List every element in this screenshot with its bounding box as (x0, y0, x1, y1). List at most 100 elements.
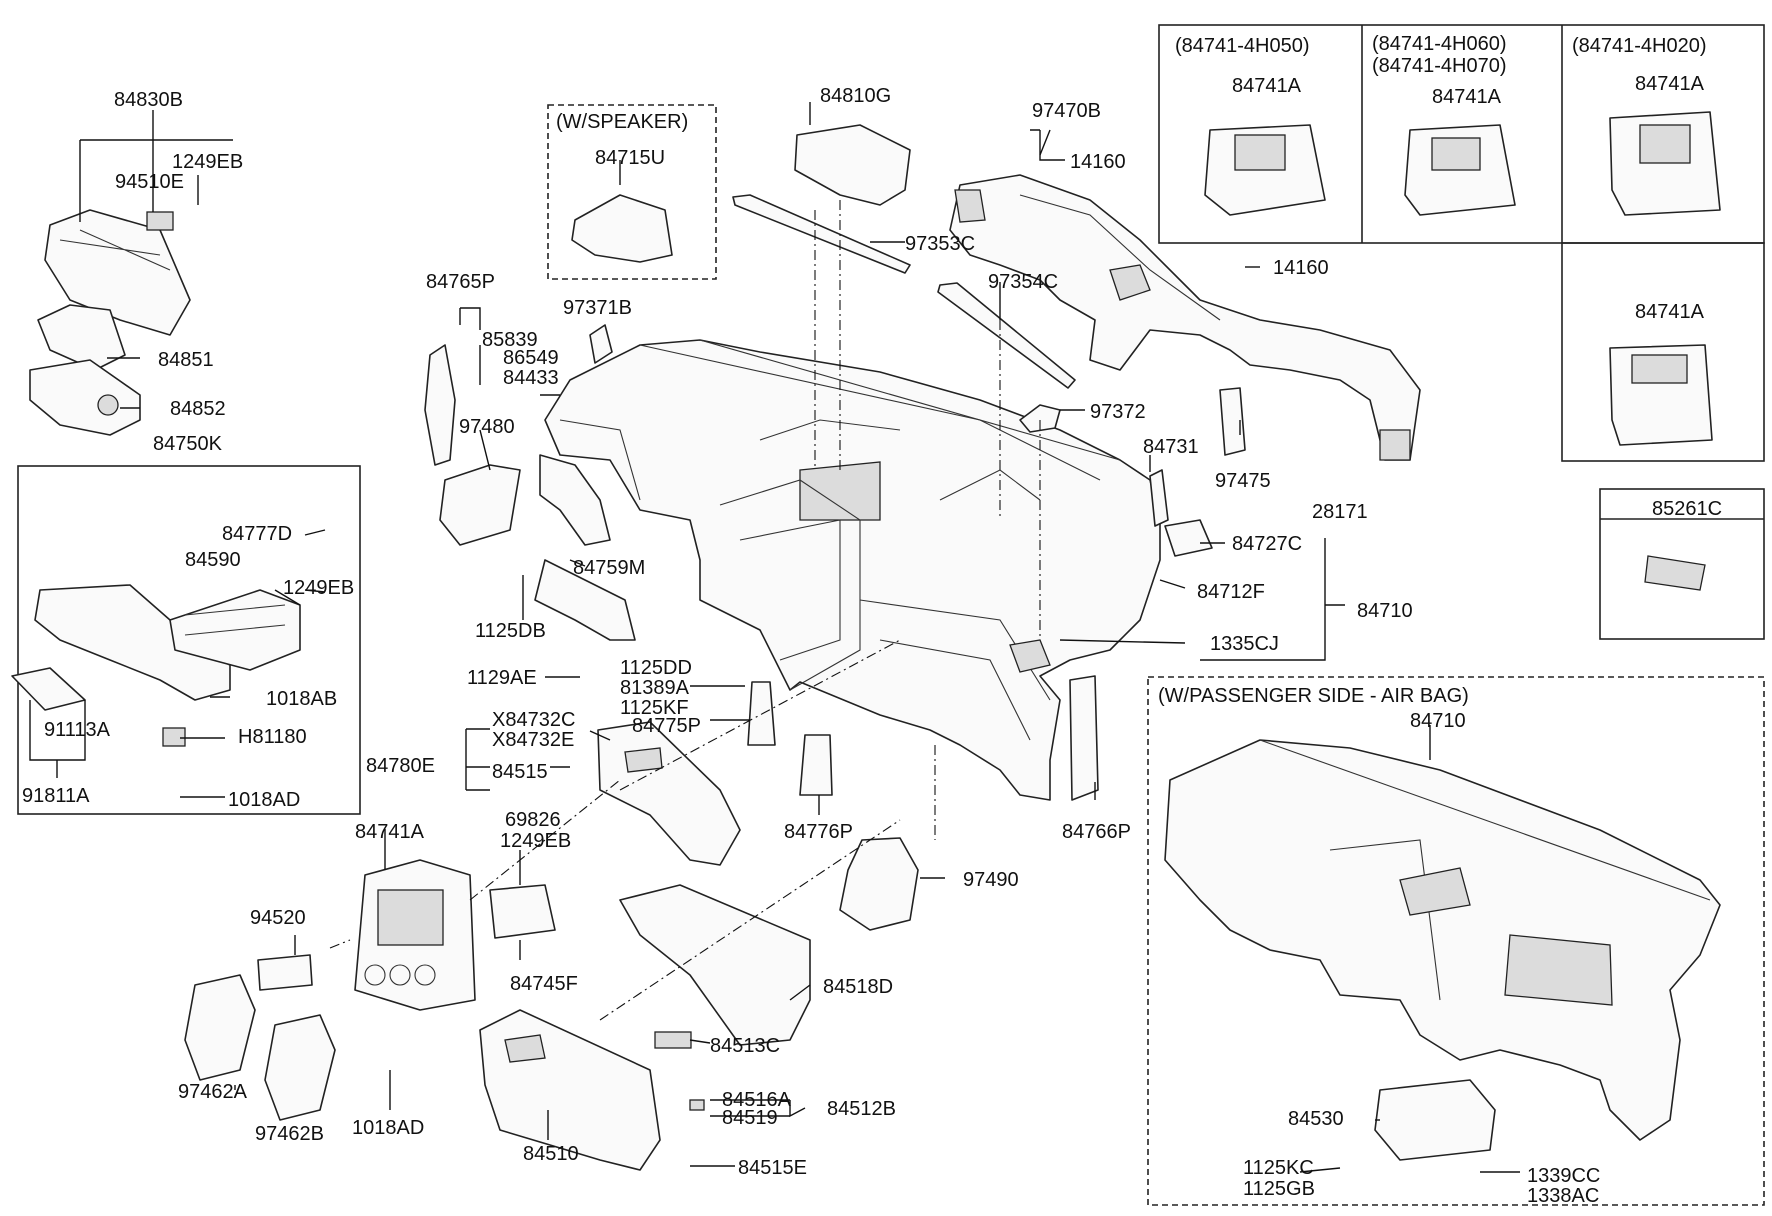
part-84731 (1149, 469, 1169, 527)
label-84519: 84519 (722, 1107, 778, 1129)
part-84516A (689, 1099, 705, 1111)
85261C-box (1599, 488, 1765, 640)
label-14160-b: 14160 (1273, 257, 1329, 279)
label-84712F: 84712F (1197, 581, 1265, 603)
label-w-passenger-airbag: (W/PASSENGER SIDE - AIR BAG) (1158, 685, 1469, 707)
label-91113A: 91113A (44, 719, 111, 741)
part-84518D (619, 884, 811, 1046)
label-94520: 94520 (250, 907, 306, 929)
part-97372 (1019, 404, 1061, 433)
part-84776P (799, 734, 833, 796)
label-1125KF: 1125KF (620, 697, 689, 719)
label-84433: 84433 (503, 367, 559, 389)
label-84512B: 84512B (827, 1098, 896, 1120)
label-1125DD: 1125DD (620, 657, 692, 679)
label-X84732E: X84732E (492, 729, 574, 751)
part-91113A (11, 667, 86, 711)
label-1125GB: 1125GB (1243, 1178, 1315, 1200)
part-84765P (424, 344, 456, 466)
label-84759M: 84759M (573, 557, 645, 579)
part-84759M (534, 559, 636, 641)
label-84741A-v3: 84741A (1635, 73, 1705, 95)
part-94520 (257, 954, 313, 991)
label-97470B: 97470B (1032, 100, 1101, 122)
label-84510: 84510 (523, 1143, 579, 1165)
variant-box-bottom (1561, 242, 1765, 462)
part-84766P (1069, 675, 1099, 801)
label-84727C: 84727C (1232, 533, 1302, 555)
part-97480 (439, 464, 521, 546)
part-94510E (146, 211, 174, 231)
leader-lines (29, 102, 1520, 1173)
label-84810G: 84810G (820, 85, 891, 107)
label-84750K: 84750K (153, 433, 223, 455)
part-97462A (184, 974, 256, 1081)
label-84710-a: 84710 (1357, 600, 1413, 622)
part-84745F (489, 884, 556, 939)
part-85261C (1644, 555, 1706, 591)
label-84590: 84590 (185, 549, 241, 571)
label-84852: 84852 (170, 398, 226, 420)
84750K-group-box (17, 465, 361, 815)
label-97353C: 97353C (905, 233, 975, 255)
part-84830B (44, 209, 191, 336)
airbag-variant-box (1147, 676, 1765, 1206)
label-1125KC: 1125KC (1243, 1157, 1314, 1179)
label-91811A: 91811A (22, 785, 90, 807)
label-84777D: 84777D (222, 523, 292, 545)
part-97353C (732, 194, 911, 274)
label-variant-4H060: (84741-4H060) (1372, 33, 1507, 55)
part-H81180 (162, 727, 186, 747)
label-84741A-v4: 84741A (1635, 301, 1705, 323)
label-97490: 97490 (963, 869, 1019, 891)
label-1338AC: 1338AC (1527, 1185, 1599, 1207)
label-84710-b: 84710 (1410, 710, 1466, 732)
label-84741A-main: 84741A (355, 821, 425, 843)
dash-dot-lines (329, 200, 1041, 1021)
label-1249EB-c: 1249EB (500, 830, 571, 852)
label-84775P: 84775P (632, 715, 701, 737)
part-97475 (1219, 387, 1246, 456)
part-84810G (794, 124, 911, 206)
part-97371B (589, 324, 613, 364)
label-84830B: 84830B (114, 89, 183, 111)
label-84518D: 84518D (823, 976, 893, 998)
label-1125DB: 1125DB (475, 620, 546, 642)
label-97462B: 97462B (255, 1123, 324, 1145)
label-1129AE: 1129AE (467, 667, 537, 689)
part-97462B (264, 1014, 336, 1121)
part-84727C (1164, 519, 1213, 557)
label-X84732C: X84732C (492, 709, 575, 731)
part-84715U (571, 194, 673, 263)
label-variant-4H050: (84741-4H050) (1175, 35, 1310, 57)
part-84513C (654, 1031, 692, 1049)
label-28171: 28171 (1312, 501, 1368, 523)
part-97354C (937, 282, 1076, 389)
label-97475: 97475 (1215, 470, 1271, 492)
part-84851 (37, 304, 126, 371)
label-84776P: 84776P (784, 821, 853, 843)
label-84745F: 84745F (510, 973, 578, 995)
part-84780E (597, 721, 741, 866)
label-84731: 84731 (1143, 436, 1199, 458)
label-86549: 86549 (503, 347, 559, 369)
label-84513C: 84513C (710, 1035, 780, 1057)
label-1018AB: 1018AB (266, 688, 337, 710)
label-97480: 97480 (459, 416, 515, 438)
label-84851: 84851 (158, 349, 214, 371)
label-84530: 84530 (1288, 1108, 1344, 1130)
label-84765P: 84765P (426, 271, 495, 293)
label-84741A-v1: 84741A (1232, 75, 1302, 97)
part-84775P (747, 681, 776, 746)
label-85261C: 85261C (1652, 498, 1722, 520)
label-97372: 97372 (1090, 401, 1146, 423)
part-84530 (1374, 1079, 1496, 1161)
label-94510E: 94510E (115, 171, 184, 193)
label-84515: 84515 (492, 761, 548, 783)
label-84515E: 84515E (738, 1157, 807, 1179)
crash-pad-airbag-variant (1164, 739, 1721, 1141)
air-duct (949, 174, 1421, 461)
label-w-speaker: (W/SPEAKER) (556, 111, 688, 133)
